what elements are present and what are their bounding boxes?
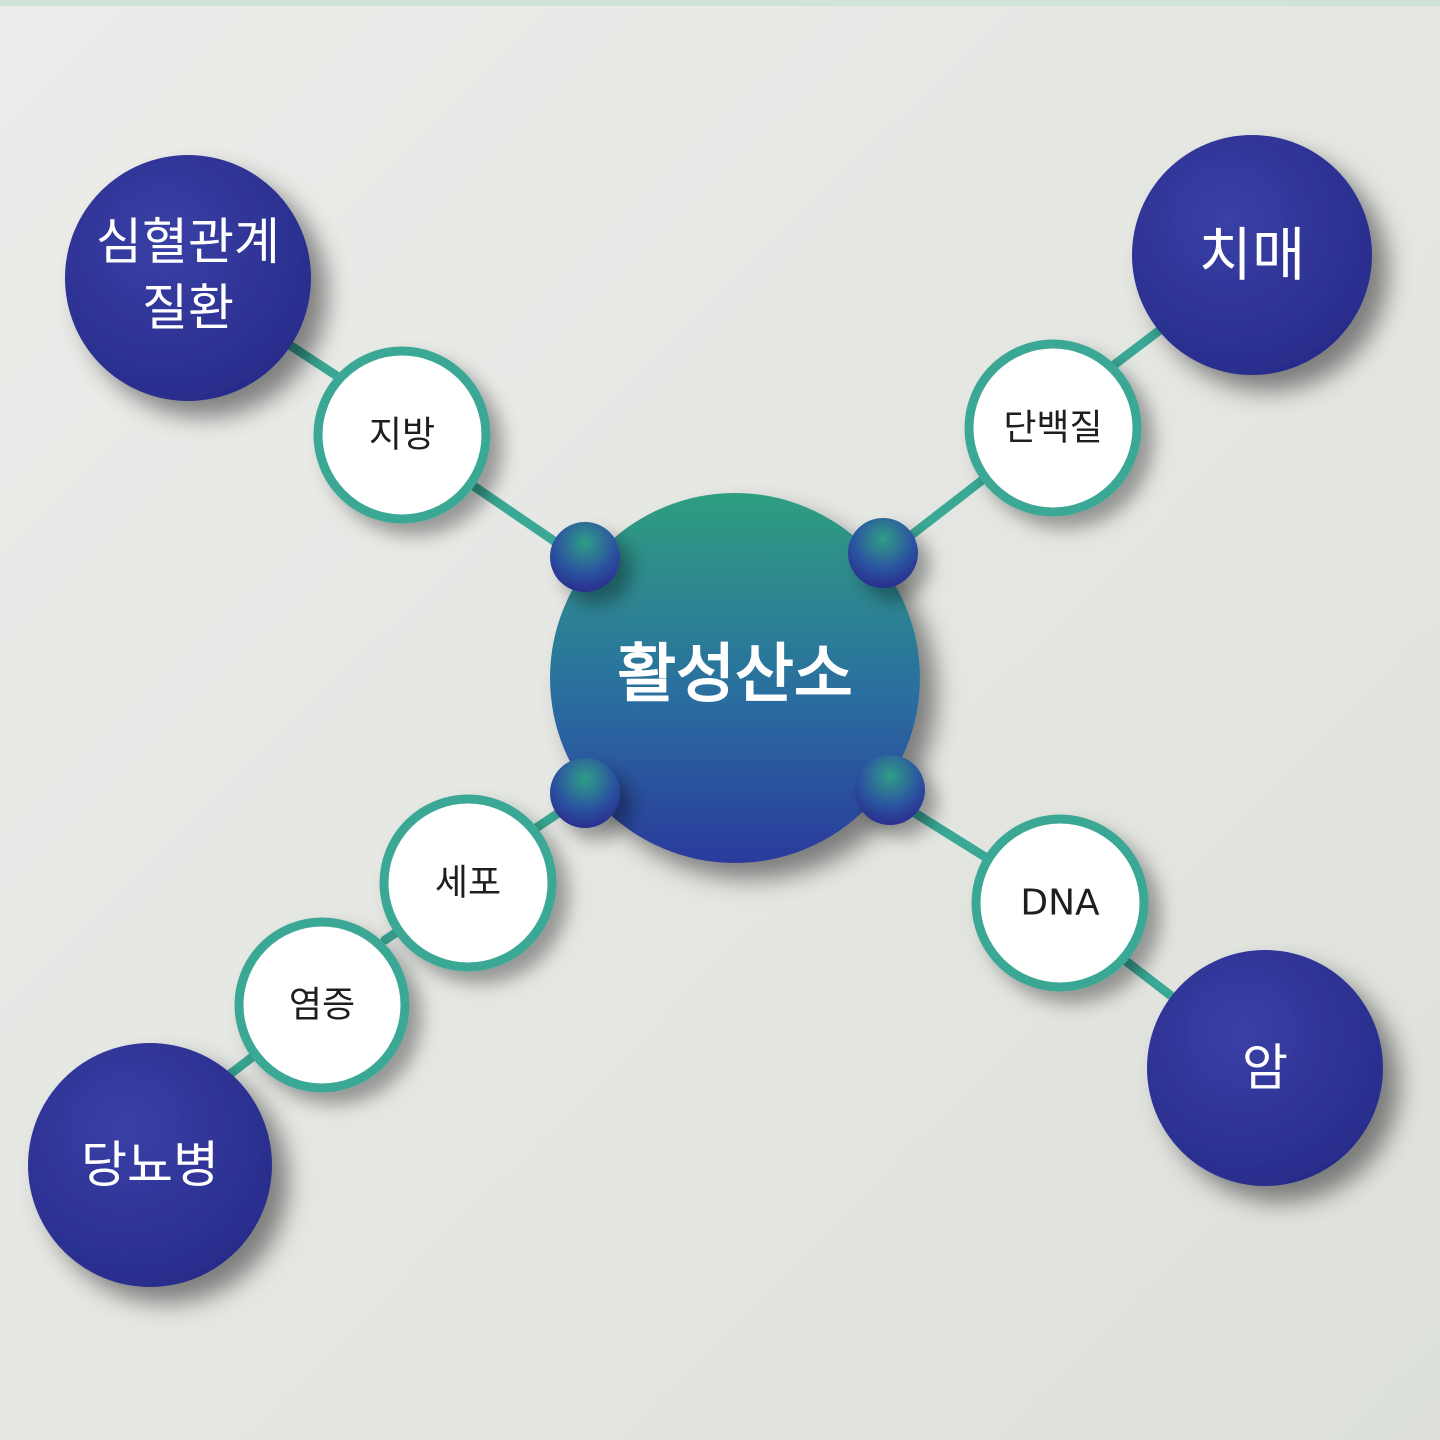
target-label-cell: 세포	[435, 863, 501, 904]
disease-node-bottom-right: 암	[1147, 950, 1383, 1186]
disease-label-cancer: 암	[1242, 1039, 1288, 1097]
connector-bottom-right-inner	[905, 805, 995, 865]
disease-label-line1: 심혈관계	[96, 213, 280, 271]
connector-top-right-inner	[900, 473, 990, 545]
connector-top-left-outer	[280, 337, 345, 383]
center-knob-top-right	[848, 518, 918, 588]
disease-node-bottom-left: 당뇨병	[28, 1043, 272, 1287]
target-label-inflammation: 염증	[289, 985, 355, 1026]
target-node-inflammation: 염증	[234, 917, 410, 1093]
connector-bottom-right-outer	[1113, 950, 1175, 1000]
target-node-cell: 세포	[379, 794, 557, 972]
top-color-strip	[0, 0, 1440, 6]
center-knob-bottom-right	[855, 755, 925, 825]
center-knob-bottom-left	[550, 758, 620, 828]
connector-top-right-outer	[1105, 325, 1165, 373]
disease-label-line2: 질환	[142, 279, 234, 337]
disease-label-dementia: 치매	[1199, 221, 1306, 289]
target-node-protein: 단백질	[964, 339, 1142, 517]
connector-top-left-inner	[470, 482, 565, 550]
target-label-protein: 단백질	[1003, 408, 1102, 449]
target-label-fat: 지방	[369, 415, 435, 456]
disease-label-diabetes: 당뇨병	[81, 1136, 219, 1194]
center-label: 활성산소	[617, 638, 853, 712]
center-knob-top-left	[550, 522, 620, 592]
target-label-dna: DNA	[1020, 883, 1100, 924]
disease-node-top-right: 치매	[1132, 135, 1372, 375]
target-node-dna: DNA	[971, 814, 1149, 992]
target-node-fat: 지방	[313, 346, 491, 524]
disease-node-top-left: 심혈관계 질환	[65, 155, 311, 401]
center-node: 활성산소	[550, 493, 925, 863]
